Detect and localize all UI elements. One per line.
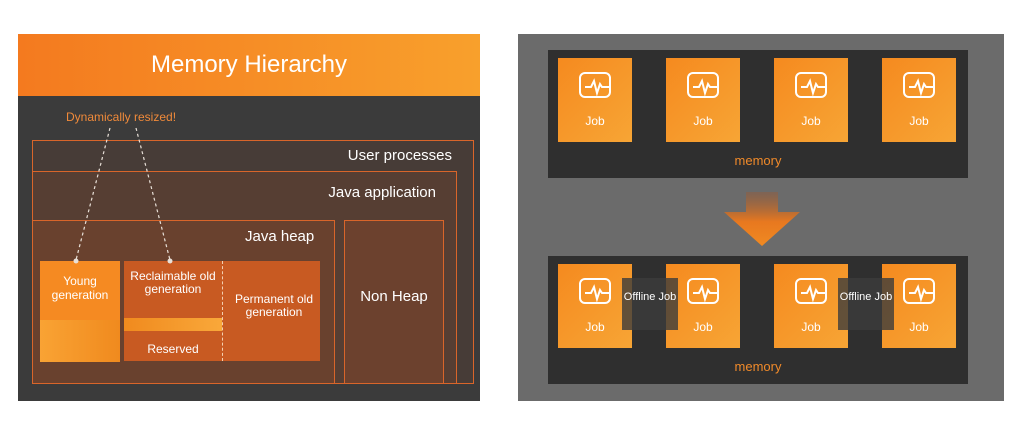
old-generation-divider — [222, 261, 223, 361]
offline-job-card: Offline Job — [622, 278, 678, 330]
monitor-waveform-icon — [795, 72, 827, 98]
job-label: Job — [585, 320, 605, 334]
job-label: Job — [693, 114, 713, 128]
down-arrow-icon — [724, 192, 800, 246]
page-title: Memory Hierarchy — [150, 51, 348, 78]
title-bar — [18, 34, 480, 96]
job-card: Job — [774, 58, 848, 142]
monitor-waveform-icon — [687, 72, 719, 98]
permanent-old-generation-label: Permanent old generation — [234, 292, 314, 319]
monitor-waveform-icon — [903, 72, 935, 98]
job-card: Job — [666, 264, 740, 348]
job-card: Job — [666, 58, 740, 142]
memory-box-bottom: Job Job Job Job Offline Job Offline Job — [548, 256, 968, 384]
job-card: Job — [882, 58, 956, 142]
offline-job-label: Offline Job — [623, 291, 677, 303]
job-card: Job — [774, 264, 848, 348]
dynamically-resized-note: Dynamically resized! — [66, 110, 177, 124]
young-generation-label: Young generation — [51, 274, 109, 302]
reserved-label: Reserved — [147, 342, 199, 356]
non-heap-label: Non Heap — [360, 288, 428, 305]
monitor-waveform-icon — [903, 278, 935, 304]
memory-label: memory — [734, 359, 782, 374]
reserved-bar — [124, 318, 222, 331]
monitor-waveform-icon — [687, 278, 719, 304]
job-card: Job — [558, 264, 632, 348]
dashed-pointer-lines — [73, 127, 173, 264]
memory-box-top: Job Job Job Job memory — [548, 50, 968, 178]
job-label: Job — [801, 114, 821, 128]
job-label: Job — [801, 320, 821, 334]
jobs-memory-panel: Job Job Job Job memory — [518, 34, 1004, 401]
young-generation-fill — [40, 320, 120, 362]
reclaimable-old-generation-label: Reclaimable old generation — [130, 269, 216, 296]
memory-label: memory — [734, 153, 782, 168]
monitor-waveform-icon — [795, 278, 827, 304]
user-processes-label: User processes — [347, 147, 452, 164]
java-application-label: Java application — [328, 184, 436, 201]
memory-hierarchy-panel: Memory Hierarchy Dynamically resized! Us… — [18, 34, 480, 401]
monitor-waveform-icon — [579, 72, 611, 98]
offline-job-card: Offline Job — [838, 278, 894, 330]
java-heap-label: Java heap — [245, 228, 315, 245]
job-label: Job — [585, 114, 605, 128]
job-label: Job — [693, 320, 713, 334]
monitor-waveform-icon — [579, 278, 611, 304]
job-label: Job — [909, 114, 929, 128]
job-card: Job — [558, 58, 632, 142]
offline-job-label: Offline Job — [839, 291, 893, 303]
job-label: Job — [909, 320, 929, 334]
non-heap-box — [344, 220, 444, 384]
job-card: Job — [882, 264, 956, 348]
